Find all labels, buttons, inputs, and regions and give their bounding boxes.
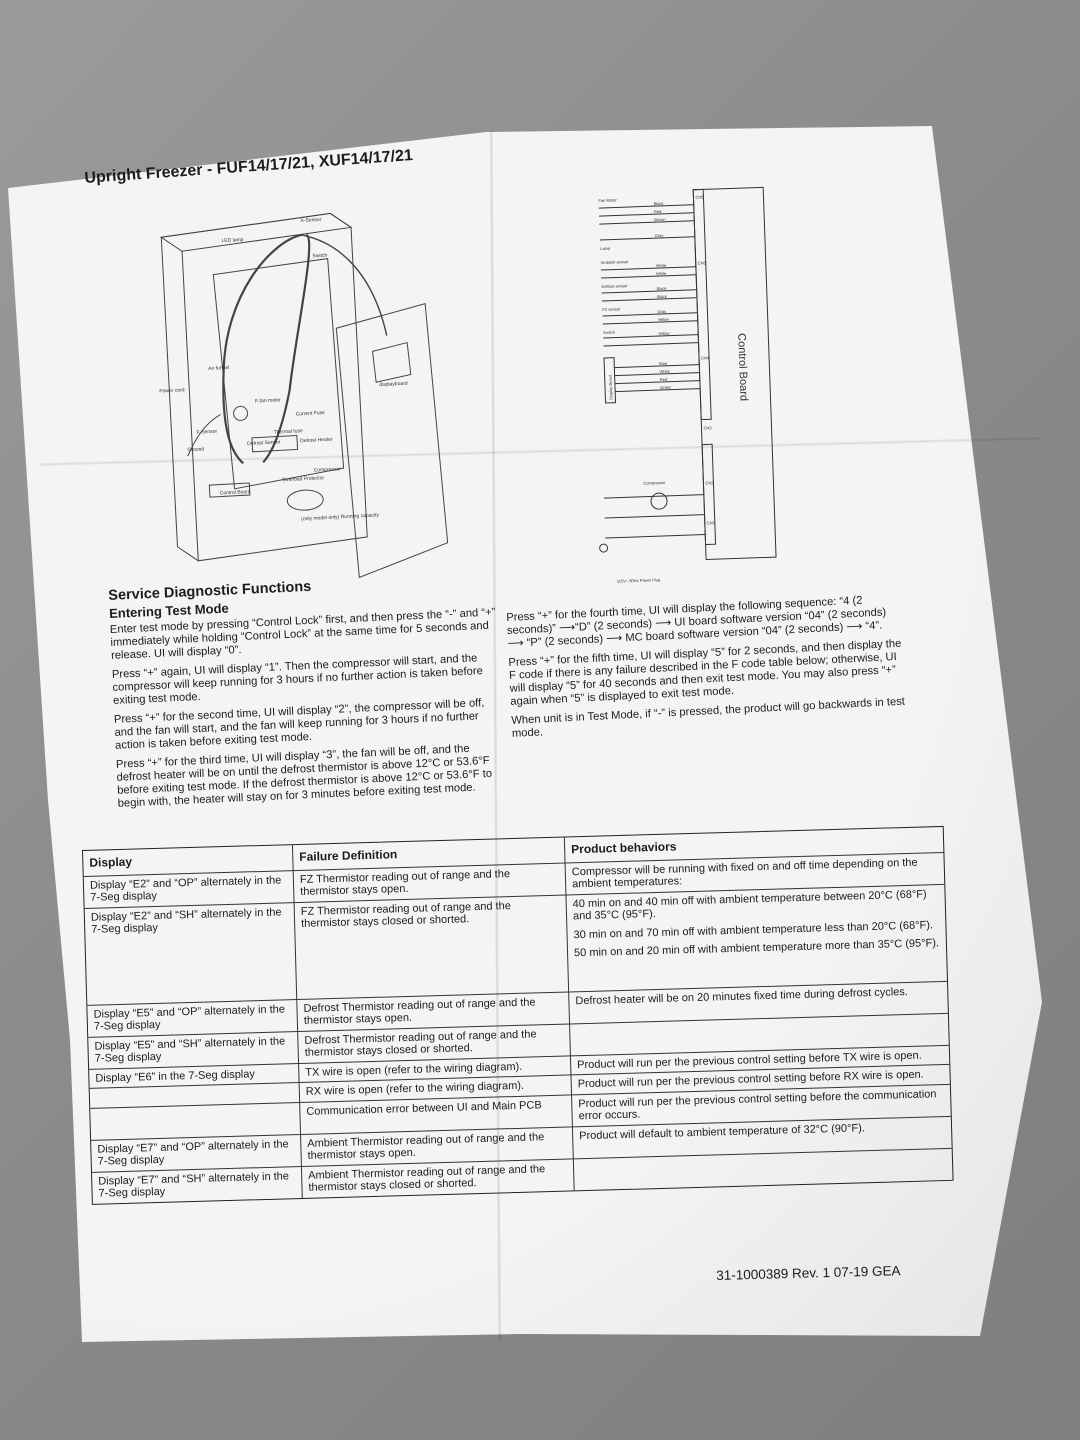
wire-color: Yellow <box>658 317 670 322</box>
wire-color: Red <box>654 209 662 214</box>
service-diagnostic-section: Service Diagnostic Functions Entering Te… <box>108 570 508 816</box>
component-ambient-sensor: Ambient sensor <box>601 259 630 265</box>
wire-color: Yellow <box>658 331 670 336</box>
table-cell: Display “E7” and “SH” alternately in the… <box>92 1166 303 1204</box>
label-a-sensor: A-Sensor <box>300 217 321 224</box>
label-switch: Switch <box>312 253 327 260</box>
wire-color: Gray <box>657 309 666 314</box>
wiring-schematic: Fan Motor Lamp Ambient sensor Defrost se… <box>598 186 777 584</box>
component-lamp: Lamp <box>600 246 611 251</box>
component-display-board: Display Board <box>608 375 614 400</box>
label-air-funnel: Air funnel <box>208 365 229 372</box>
label-ground: Ground <box>187 446 204 453</box>
wire-color: Red <box>660 377 668 382</box>
label-running-capacity: (only model only) Running capacity <box>301 512 380 522</box>
connector-cn4: CN4 <box>701 355 710 360</box>
wire-color: Black <box>654 201 664 206</box>
label-led-lamp: LED lamp <box>221 237 243 244</box>
connector-cn6: CN6 <box>695 194 704 199</box>
label-current-fuse: Current Fuse <box>296 410 326 418</box>
wire-color: White <box>656 263 667 268</box>
label-power-cord: Power cord <box>159 387 185 394</box>
connector-cn5: CN5 <box>698 260 707 265</box>
table-cell: FZ Thermistor reading out of range and t… <box>294 894 570 1000</box>
cabinet-outline <box>160 212 368 562</box>
table-cell-behavior-list: 40 min on and 40 min off with ambient te… <box>566 884 948 992</box>
label-defrost-heater: Defrost Heater <box>300 437 333 445</box>
label-overload-protector: Overload Protector <box>282 475 325 483</box>
component-switch: Switch <box>603 330 615 335</box>
test-mode-continued: Press “+” for the fourth time, UI will d… <box>506 593 907 747</box>
wire-color: Black <box>657 294 667 299</box>
component-fz-sensor: FZ sensor <box>602 306 621 312</box>
behavior-line: 40 min on and 40 min off with ambient te… <box>572 887 927 923</box>
label-compressor: Compressor <box>314 466 342 473</box>
label-f-sensor: F-Sensor <box>196 429 217 436</box>
control-board-box <box>692 186 777 561</box>
label-control-board: Control Board <box>220 489 251 497</box>
wire-color: Black <box>657 286 667 291</box>
wire-color: White <box>659 369 670 374</box>
wire-color: Gray <box>655 233 664 238</box>
connector-cn2: CN2 <box>705 480 714 485</box>
behavior-line: 50 min on and 20 min off with ambient te… <box>573 937 940 960</box>
display-board-box <box>372 341 412 383</box>
cabinet-top <box>159 212 353 252</box>
label-display-board: displayboard <box>379 381 408 388</box>
component-compressor: Compressor <box>643 480 666 486</box>
connector-cn3: CN3 <box>703 425 712 430</box>
label-f-fan-motor: F-fan motor <box>255 397 281 404</box>
component-fan-motor: Fan Motor <box>598 197 617 203</box>
paragraph: Press “+” for the third time, UI will di… <box>115 742 493 810</box>
wire-color: Green <box>660 385 671 390</box>
fault-code-table: Display Failure Definition Product behav… <box>82 825 954 1205</box>
wire-color: Brown <box>654 217 666 222</box>
label-thermal-fuse: Thermal fuse <box>274 428 304 436</box>
table-cell: Ambient Thermistor reading out of range … <box>301 1158 575 1198</box>
power-plug-label: 115V~ 60Hz Power Plug <box>617 577 661 584</box>
freezer-layout-diagram: A-Sensor LED lamp Switch displayboard Ai… <box>159 212 449 579</box>
wire-color: White <box>656 271 667 276</box>
table-cell: Display “E2” and “SH” alternately in the… <box>84 902 298 1006</box>
label-defrost-sensor: Defrost Sensor <box>247 439 281 447</box>
component-defrost-sensor: Defrost sensor <box>601 283 628 289</box>
door-outline <box>335 302 449 579</box>
connector-cn1: CN1 <box>707 520 716 525</box>
wire-color: Blue <box>659 361 668 366</box>
control-board-label: Control Board <box>735 333 749 401</box>
